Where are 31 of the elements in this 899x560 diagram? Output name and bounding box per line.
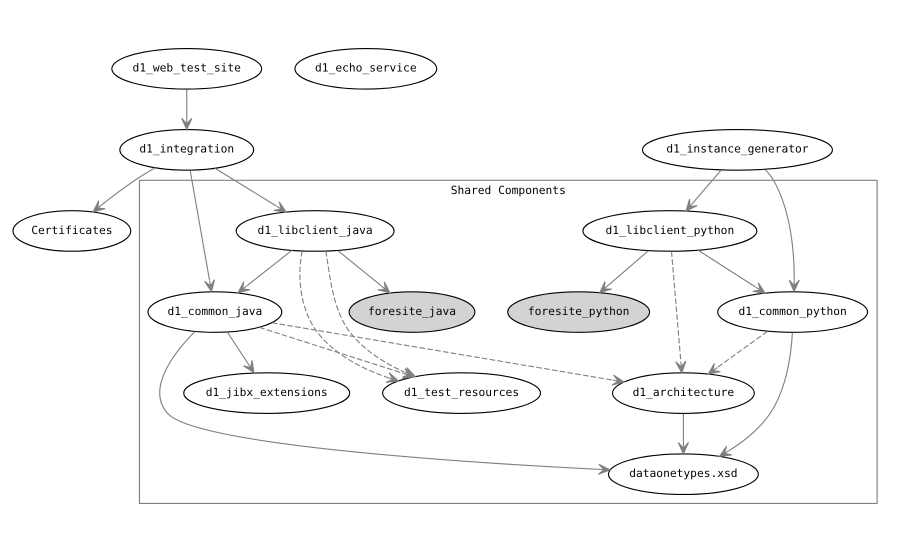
node-ellipse: d1_libclient_java	[236, 210, 395, 252]
node-ellipse: d1_jibx_extensions	[183, 372, 350, 414]
arrow	[92, 166, 156, 212]
node-ellipse: dataonetypes.xsd	[608, 452, 759, 495]
node-ellipse: d1_common_python	[717, 290, 868, 332]
arrow	[686, 169, 722, 211]
node-ellipse: foresite_python	[507, 290, 650, 332]
arrow	[181, 88, 192, 130]
node-ellipse: d1_echo_service	[294, 47, 438, 90]
arrow	[764, 168, 800, 292]
arrow	[670, 250, 686, 373]
node-ellipse: foresite_java	[348, 290, 476, 332]
arrow	[708, 330, 768, 374]
arrow	[237, 249, 292, 293]
arrow	[599, 250, 649, 293]
arrow	[698, 249, 766, 294]
node-ellipse: d1_libclient_python	[582, 210, 758, 252]
arrow	[678, 413, 690, 454]
node-ellipse: d1_integration	[119, 128, 254, 170]
arrow	[299, 250, 399, 382]
node-ellipse: d1_instance_generator	[642, 128, 834, 170]
arrow	[159, 330, 610, 474]
node-ellipse: d1_web_test_site	[111, 47, 262, 90]
arrow	[272, 322, 624, 386]
node-ellipse: d1_common_java	[147, 290, 282, 332]
arrow	[190, 170, 216, 292]
arrow	[214, 167, 287, 212]
arrow	[226, 331, 254, 373]
arrow	[338, 250, 390, 293]
arrow	[718, 332, 793, 456]
node-ellipse: Certificates	[12, 210, 132, 252]
